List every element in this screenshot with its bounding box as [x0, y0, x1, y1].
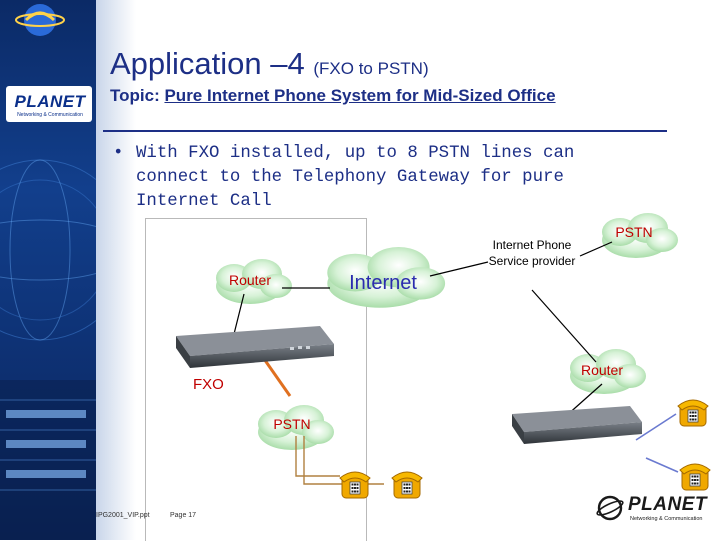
link-fxo [260, 355, 292, 397]
planet-logo-icon [596, 495, 624, 521]
bullet-marker: • [113, 144, 124, 163]
logo-backdrop [6, 86, 92, 122]
pstn-mid-label: PSTN [273, 416, 311, 432]
sidebar-logo-brand: PLANET [14, 92, 86, 111]
office-frame [145, 218, 367, 541]
footer-logo-tagline: Networking & Communication [630, 516, 703, 522]
router-left-label: Router [228, 272, 272, 288]
phone-icon [677, 399, 709, 427]
pstn-top-label: PSTN [615, 224, 653, 240]
topic-prefix: Topic: [110, 86, 160, 105]
router-right-label: Router [580, 362, 624, 378]
topic-value: Pure Internet Phone System for Mid-Sized… [164, 86, 556, 105]
telephony-gateway-right [512, 406, 642, 444]
internet-label: Internet [349, 272, 417, 294]
bullet-point: • With FXO installed, up to 8 PSTN lines… [113, 142, 673, 214]
planet-globe-icon [15, 4, 65, 36]
sidebar-decoration: PLANET Networking & Communication [0, 0, 96, 540]
link-gateway-phone1 [635, 413, 677, 441]
title-divider [103, 130, 667, 132]
phone-icon [391, 471, 423, 499]
phone-icon [339, 471, 371, 499]
sidebar-graphic [0, 159, 96, 540]
sidebar-logo-tagline: Networking & Communication [17, 112, 83, 118]
link-internet-provider [429, 261, 489, 277]
link-gateway-phone2 [645, 457, 679, 473]
title-subtitle: (FXO to PSTN) [313, 59, 429, 78]
bullet-text: With FXO installed, up to 8 PSTN lines c… [136, 144, 575, 211]
telephony-gateway-left [176, 326, 334, 368]
footer-logo-brand: PLANET [628, 494, 707, 515]
sidebar-fade [96, 0, 136, 540]
provider-label: Internet Phone Service provider [488, 238, 576, 268]
link-provider-pstn [579, 241, 613, 257]
slide-title: Application –4 (FXO to PSTN) [110, 46, 429, 82]
title-main: Application –4 [110, 46, 305, 81]
link-router-gateway-left [233, 293, 245, 335]
topic-line: Topic: Pure Internet Phone System for Mi… [110, 86, 556, 106]
link-provider-router [531, 289, 597, 363]
fxo-label: FXO [193, 376, 224, 393]
phone-icon [679, 463, 711, 491]
footer-page-number: Page 17 [170, 512, 197, 519]
footer-filename: IPG2001_VIP.ppt [96, 512, 150, 519]
